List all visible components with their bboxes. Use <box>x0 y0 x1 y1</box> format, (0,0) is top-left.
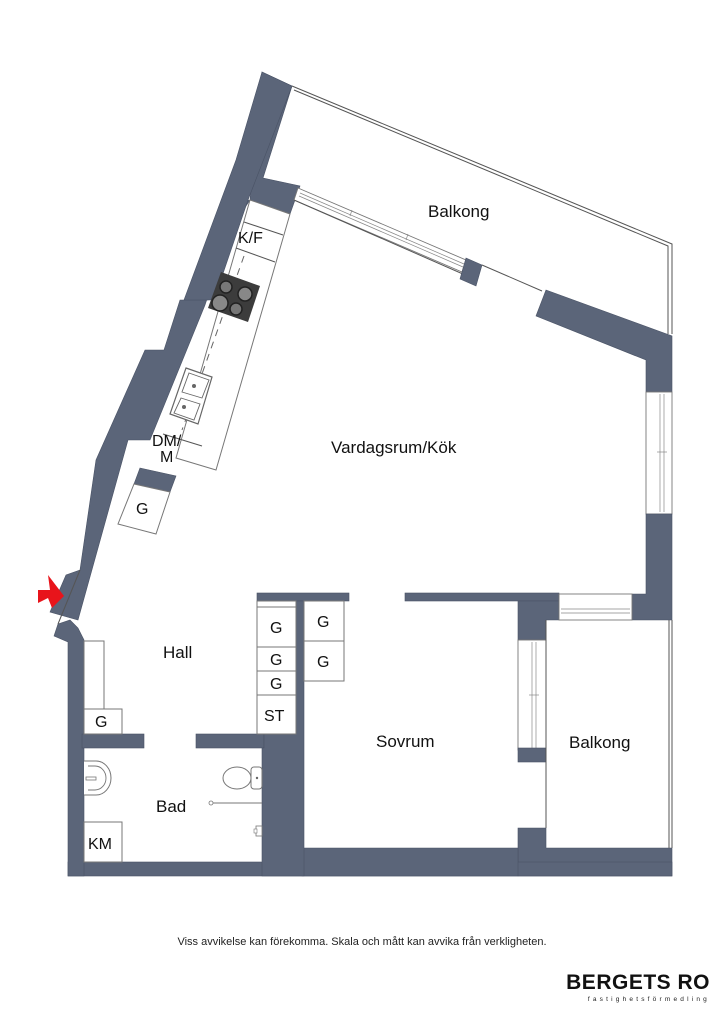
wardrobe-hall-bottom <box>83 708 123 735</box>
toilet-icon <box>222 766 263 790</box>
shower-rail-icon <box>208 800 262 806</box>
window-bedroom-balcony <box>517 639 547 751</box>
wall-bedroom-bottom <box>301 847 519 877</box>
wall-bath-top-right <box>195 733 265 749</box>
label-dishwasher-2: M <box>160 449 173 466</box>
window-balcony-right-top <box>558 593 633 621</box>
room-balcony-right: Balkong <box>569 733 630 752</box>
wall-bath-top-left <box>81 733 145 749</box>
wall-right-lower <box>631 513 673 621</box>
wardrobe-kitchen <box>117 483 171 535</box>
wall-bedroom-top <box>404 592 560 602</box>
wall-right-diagonal <box>535 289 673 393</box>
sink-icon <box>169 367 213 425</box>
window-living-right <box>645 391 673 515</box>
entrance-arrow-icon <box>38 575 64 608</box>
label-wardrobe-hall-bottom: G <box>95 714 107 731</box>
wall-hall-top <box>256 592 350 602</box>
room-living-kitchen: Vardagsrum/Kök <box>331 438 457 457</box>
storage-stack <box>256 694 297 735</box>
wardrobe-stack-2 <box>256 646 297 672</box>
wall-left-lower <box>53 619 85 877</box>
label-fridge-freezer: K/F <box>238 230 263 247</box>
room-hall: Hall <box>163 643 192 662</box>
hall-stack-top <box>256 600 297 608</box>
room-bedroom: Sovrum <box>376 732 435 751</box>
label-wardrobe-bedroom-2: G <box>317 654 329 671</box>
hall-shelf <box>83 640 105 710</box>
wall-pillar-top <box>459 257 483 287</box>
wardrobe-bedroom-1 <box>303 600 345 642</box>
label-wardrobe-stack-3: G <box>270 676 282 693</box>
label-dishwasher-1: DM/ <box>152 433 182 450</box>
label-wardrobe-bedroom-1: G <box>317 614 329 631</box>
wardrobe-bedroom-2 <box>303 640 345 682</box>
wall-bedroom-corner <box>517 600 560 641</box>
washbasin-icon <box>84 760 112 796</box>
wardrobe-stack-3 <box>256 670 297 696</box>
label-storage-stack: ST <box>264 708 285 725</box>
label-wardrobe-stack-1: G <box>270 620 282 637</box>
brand-tagline: fastighetsförmedling <box>587 996 710 1003</box>
wardrobe-stack-1 <box>256 606 297 648</box>
balcony-top-railing <box>291 85 673 334</box>
room-bathroom: Bad <box>156 797 186 816</box>
washing-machine <box>83 821 123 863</box>
label-wardrobe-stack-2: G <box>270 652 282 669</box>
entrance-door-line <box>57 569 81 625</box>
room-balcony-top: Balkong <box>428 202 489 221</box>
label-wardrobe-kitchen: G <box>136 501 148 518</box>
window-living-balcony <box>293 187 467 273</box>
shower-mixer-icon <box>253 825 263 837</box>
label-washing-machine: KM <box>88 836 112 853</box>
wall-bedroom-right-mid <box>517 747 547 763</box>
brand-name: BERGETS RO <box>566 971 710 994</box>
hob-icon <box>208 272 260 322</box>
brand-logo: BERGETS RO fastighetsförmedling <box>566 971 710 1004</box>
disclaimer-text: Viss avvikelse kan förekomma. Skala och … <box>177 936 547 948</box>
